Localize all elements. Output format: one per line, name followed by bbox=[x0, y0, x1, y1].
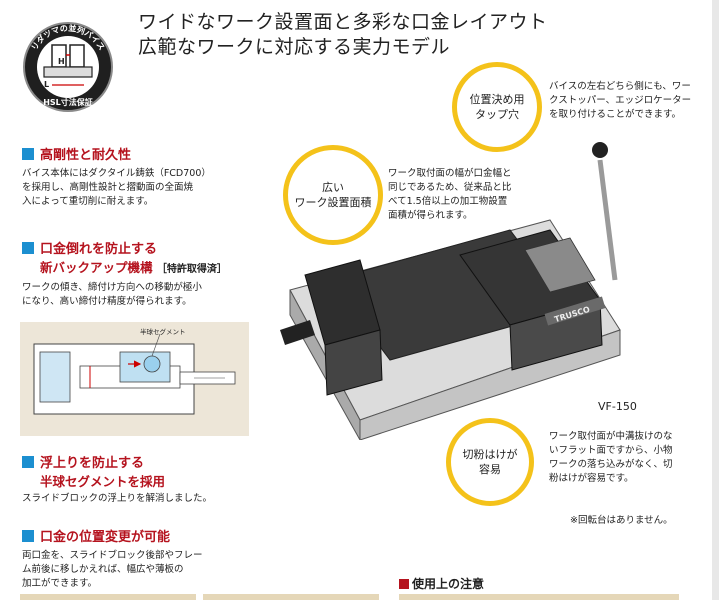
body-line: 加工ができます。 bbox=[22, 578, 98, 589]
body-line: 入によって重切削に耐えます。 bbox=[22, 196, 154, 207]
badge-bottom-text: HSL寸法保証 bbox=[43, 97, 93, 107]
circle-line: 容易 bbox=[479, 463, 501, 476]
headline: ワイドなワーク設置面と多彩な口金レイアウト 広範なワークに対応する実力モデル bbox=[138, 10, 548, 60]
square-bullet-icon bbox=[22, 148, 34, 160]
note-line: ワーク取付面の幅が口金幅と bbox=[388, 168, 512, 179]
badge-icon: リダツマの並列バイス H L HSL寸法保証 bbox=[23, 22, 113, 112]
section-backup: 口金倒れを防止する 新バックアップ機構 ［特許取得済］ ワークの傾き、締付け方向… bbox=[22, 240, 262, 309]
square-bullet-icon bbox=[22, 242, 34, 254]
vise-section-illustration: 半球セグメント bbox=[33, 327, 236, 415]
patent-label: ［特許取得済］ bbox=[156, 264, 227, 275]
body-line: を採用し、高剛性設計と摺動面の全面焼 bbox=[22, 182, 194, 193]
section-body: 両口金を、スライドブロック後部やフレー ム前後に移しかえれば、幅広や薄板の 加工… bbox=[22, 549, 262, 591]
hsl-badge: リダツマの並列バイス H L HSL寸法保証 bbox=[18, 15, 118, 115]
red-square-icon bbox=[399, 579, 409, 589]
section-body: スライドブロックの浮上りを解消しました。 bbox=[22, 492, 262, 506]
usage-notes-title: 使用上の注意 bbox=[399, 575, 484, 592]
section-jaw-position: 口金の位置変更が可能 両口金を、スライドブロック後部やフレー ム前後に移しかえれ… bbox=[22, 528, 262, 591]
circle-line: 広い bbox=[322, 181, 344, 194]
callout-chips-note: ワーク取付面が中溝抜けのな いフラット面ですから、小物 ワークの落ち込みがなく、… bbox=[549, 430, 714, 486]
body-line: ム前後に移しかえれば、幅広や薄板の bbox=[22, 564, 184, 575]
headline-line-1: ワイドなワーク設置面と多彩な口金レイアウト bbox=[138, 11, 548, 33]
vise-product-image: TRUSCO bbox=[270, 130, 650, 442]
square-bullet-icon bbox=[22, 530, 34, 542]
badge-letter-l: L bbox=[44, 80, 49, 89]
section-body: ワークの傾き、締付け方向への移動が極小 になり、高い締付け精度が得られます。 bbox=[22, 281, 262, 309]
note-line: バイスの左右どちら側にも、ワー bbox=[549, 81, 691, 92]
callout-chips-circle: 切粉はけが容易 bbox=[446, 418, 534, 506]
headline-line-2: 広範なワークに対応する実力モデル bbox=[138, 36, 451, 58]
diagram-label: 半球セグメント bbox=[140, 327, 186, 336]
section-title: 浮上りを防止する bbox=[40, 456, 145, 471]
section-subtitle: 新バックアップ機構 bbox=[40, 260, 153, 275]
body-line: 両口金を、スライドブロック後部やフレー bbox=[22, 550, 203, 561]
section-antilift: 浮上りを防止する 半球セグメントを採用 スライドブロックの浮上りを解消しました。 bbox=[22, 454, 262, 506]
footer-bar-3 bbox=[399, 594, 679, 600]
note-line: を取り付けることができます。 bbox=[549, 109, 682, 120]
footer-bar-2 bbox=[203, 594, 379, 600]
badge-letter-h: H bbox=[58, 57, 65, 66]
circle-line: ワーク設置面積 bbox=[294, 196, 372, 209]
body-line: になり、高い締付け精度が得られます。 bbox=[22, 296, 192, 307]
usage-title-text: 使用上の注意 bbox=[412, 577, 485, 591]
footnote: ※回転台はありません。 bbox=[570, 515, 673, 526]
note-line: クストッパー、エッジロケーター bbox=[549, 95, 692, 106]
body-line: バイス本体にはダクタイル鋳鉄（FCD700） bbox=[22, 168, 211, 179]
section-title: 口金の位置変更が可能 bbox=[40, 530, 171, 545]
note-line: べて1.5倍以上の加工物設置 bbox=[388, 196, 508, 207]
note-line: 同じであるため、従来品と比 bbox=[388, 182, 512, 193]
note-line: ワークの落ち込みがなく、切 bbox=[549, 459, 673, 470]
circle-line: 切粉はけが bbox=[462, 448, 518, 461]
body-line: スライドブロックの浮上りを解消しました。 bbox=[22, 493, 213, 504]
model-name: VF-150 bbox=[598, 400, 637, 413]
section-title: 高剛性と耐久性 bbox=[40, 148, 132, 163]
circle-line: タップ穴 bbox=[475, 108, 519, 121]
footer-bar-1 bbox=[20, 594, 196, 600]
right-edge-stripe bbox=[712, 0, 719, 600]
vise-icon: TRUSCO bbox=[280, 142, 621, 442]
note-line: いフラット面ですから、小物 bbox=[549, 445, 673, 456]
circle-line: 位置決め用 bbox=[469, 93, 525, 106]
section-rigidity: 高剛性と耐久性 バイス本体にはダクタイル鋳鉄（FCD700） を採用し、高剛性設… bbox=[22, 146, 262, 209]
callout-wide-area-circle: 広いワーク設置面積 bbox=[283, 145, 383, 245]
note-line: ワーク取付面が中溝抜けのな bbox=[549, 431, 673, 442]
section-body: バイス本体にはダクタイル鋳鉄（FCD700） を採用し、高剛性設計と摺動面の全面… bbox=[22, 167, 262, 209]
cross-section-diagram: 半球セグメント bbox=[20, 322, 249, 436]
note-line: 粉はけが容易です。 bbox=[549, 473, 634, 484]
callout-tap-hole-note: バイスの左右どちら側にも、ワー クストッパー、エッジロケーター を取り付けること… bbox=[549, 80, 714, 122]
note-line: 面積が得られます。 bbox=[388, 210, 473, 221]
callout-tap-hole-circle: 位置決め用タップ穴 bbox=[452, 62, 542, 152]
section-title: 口金倒れを防止する bbox=[40, 242, 158, 257]
body-line: ワークの傾き、締付け方向への移動が極小 bbox=[22, 282, 202, 293]
section-subtitle: 半球セグメントを採用 bbox=[40, 474, 166, 489]
square-bullet-icon bbox=[22, 456, 34, 468]
callout-wide-area-note: ワーク取付面の幅が口金幅と 同じであるため、従来品と比 べて1.5倍以上の加工物… bbox=[388, 167, 528, 223]
